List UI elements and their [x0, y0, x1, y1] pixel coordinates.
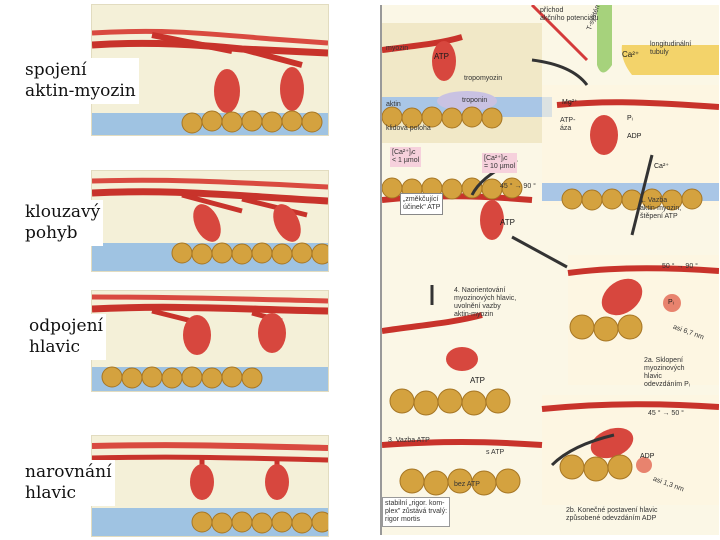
text-aktin: aktin: [386, 101, 401, 108]
detach-illustration: [92, 294, 328, 391]
text-myozin: myozin: [386, 45, 409, 52]
text-atp-top: ATP: [434, 52, 449, 61]
straighten-illustration: [92, 442, 328, 536]
text-s-atp: s ATP: [486, 449, 505, 456]
text-ca-tubule: Ca²⁺: [622, 50, 640, 59]
text-vazba-atp: 3. Vazba ATP: [388, 437, 430, 444]
text-troponin: troponin: [462, 97, 488, 104]
text-angle1: 45 ° → 90 °: [500, 183, 536, 190]
panel-spojeni: [91, 4, 329, 136]
cycle-illustration: [382, 5, 719, 505]
panel-narovnani: [91, 435, 329, 537]
text-pi: Pᵢ: [627, 115, 633, 122]
text-klidova: klidová poloha: [386, 125, 431, 132]
text-adp2: ADP: [640, 453, 655, 460]
text-ca2: Ca²⁺: [654, 163, 669, 170]
text-angle2: 50 ° → 90 °: [662, 263, 698, 270]
text-tropomyozin: tropomyozin: [464, 75, 503, 82]
text-atp-mid: ATP: [500, 218, 515, 227]
sliding-illustration: [92, 177, 328, 271]
text-atpaza: ATP-áza: [560, 117, 576, 132]
text-bez-atp: bez ATP: [454, 481, 480, 488]
text-pi2: Pᵢ: [668, 299, 674, 306]
text-atp-low: ATP: [470, 376, 485, 385]
text-mg: Mg²⁺: [562, 99, 578, 106]
box-ca-high: [Ca²⁺]ᵢc= 10 µmol: [482, 153, 518, 173]
box-ca-low: [Ca²⁺]ᵢc< 1 µmol: [390, 147, 422, 167]
text-adp: ADP: [627, 133, 642, 140]
panel-odpojeni: [91, 290, 329, 392]
text-angle3: 45 ° → 50 °: [648, 410, 684, 417]
panel-klouzavy: [91, 170, 329, 272]
actin-myosin-illustration: [92, 28, 328, 135]
box-stabilni: stabilní „rigor. kom-plex" zůstává trval…: [382, 497, 451, 527]
